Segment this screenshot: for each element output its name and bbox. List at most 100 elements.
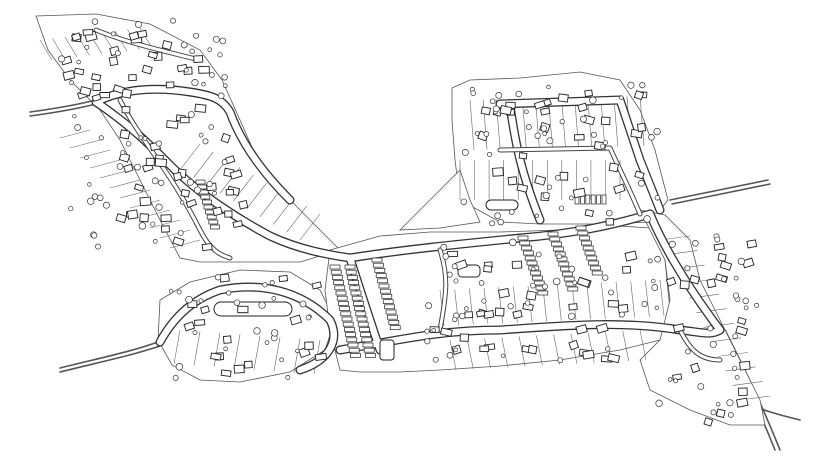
house [483, 310, 495, 319]
row-house [206, 214, 217, 220]
tree [546, 84, 551, 90]
house [145, 157, 155, 166]
house [518, 152, 528, 160]
row-house [575, 225, 587, 231]
row-house [375, 273, 387, 278]
lot-line [586, 283, 591, 320]
tree [87, 182, 92, 187]
house [121, 88, 132, 99]
house [516, 183, 529, 193]
tree [460, 198, 468, 206]
tree [667, 377, 673, 382]
row-house [378, 283, 390, 289]
tree [568, 312, 576, 320]
road-east-spur-fill [678, 328, 722, 362]
row-house [553, 246, 564, 252]
house [172, 171, 183, 182]
house [499, 104, 513, 116]
tree [710, 409, 717, 416]
house [180, 188, 191, 198]
lot-line [179, 143, 201, 171]
tree [546, 137, 554, 145]
lot-line [622, 330, 630, 361]
tree [172, 374, 179, 381]
tree [714, 236, 721, 243]
lot-line [149, 219, 181, 229]
tree [212, 35, 220, 43]
row-house [387, 314, 398, 320]
tree [641, 300, 648, 308]
row-house [339, 306, 350, 311]
tree [425, 302, 433, 310]
tree [697, 383, 705, 390]
tree [639, 82, 646, 89]
house [706, 278, 717, 289]
row-house [556, 256, 568, 262]
tree [754, 302, 760, 308]
house [115, 213, 127, 224]
tree [668, 240, 676, 248]
row-house [389, 325, 401, 330]
tree [692, 240, 699, 247]
row-house [377, 278, 388, 284]
tree [558, 205, 565, 211]
house [690, 362, 701, 374]
tree [68, 206, 74, 212]
house [222, 335, 232, 344]
lot-line [557, 284, 562, 321]
house [118, 152, 131, 163]
tree [647, 258, 653, 264]
road-south-central-fill [336, 321, 724, 354]
houses [60, 28, 758, 427]
tree [732, 333, 738, 339]
house [243, 360, 253, 369]
tree [654, 195, 661, 201]
tree [207, 47, 213, 53]
lot-line [193, 151, 214, 178]
row-house [586, 255, 598, 261]
lot-line [159, 229, 191, 239]
house [141, 64, 153, 75]
house [139, 213, 149, 223]
tree [271, 329, 279, 337]
tree [219, 37, 227, 45]
house [715, 408, 726, 418]
row-house [344, 264, 356, 270]
tree [605, 346, 611, 352]
house [738, 387, 748, 397]
tree [168, 289, 174, 294]
tree [69, 80, 75, 86]
row-house [356, 316, 368, 322]
tree [208, 124, 214, 130]
cul-de-sac-plaza [379, 339, 395, 361]
tree [233, 299, 241, 306]
row-house [350, 290, 362, 296]
tree [487, 151, 493, 158]
house [185, 198, 198, 209]
row-house [549, 236, 561, 242]
row-house [581, 240, 592, 246]
tree [685, 348, 691, 355]
house [99, 92, 110, 99]
house [201, 243, 213, 252]
row-house [381, 294, 393, 299]
tree [253, 327, 261, 335]
row-house [332, 275, 343, 280]
road-west-loop-fill [156, 283, 337, 374]
tree [187, 111, 195, 118]
tree [221, 74, 228, 81]
tree [500, 353, 506, 359]
house [237, 305, 249, 314]
tree [206, 180, 213, 188]
tree [590, 131, 597, 138]
house [160, 225, 170, 233]
house [439, 327, 453, 337]
tree [483, 131, 490, 137]
tree [463, 306, 469, 311]
tree [732, 365, 738, 371]
row-house [591, 270, 603, 276]
house [735, 325, 749, 337]
row-house [200, 194, 211, 200]
tree [212, 190, 217, 196]
